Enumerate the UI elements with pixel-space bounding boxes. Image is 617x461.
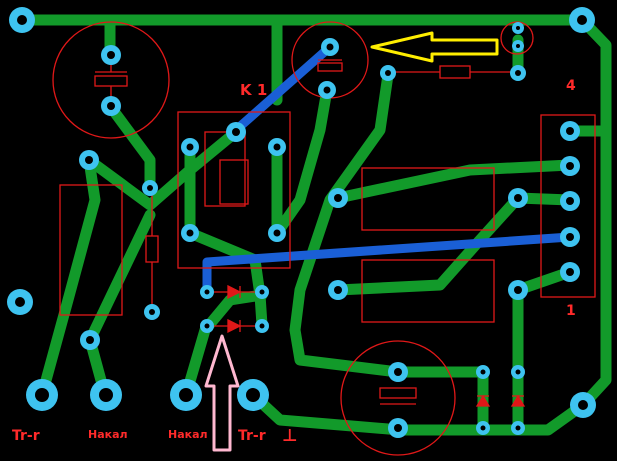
left-component-outline <box>59 184 123 316</box>
connector-pin-4-label: 4 <box>566 78 576 94</box>
track-frame-top-right <box>16 14 612 411</box>
connector-outline <box>540 114 596 298</box>
blue-track-cap2-relay <box>231 42 335 135</box>
heater-right-label: Накал <box>168 428 208 441</box>
diode-right-1 <box>475 394 491 407</box>
track-nakal-right <box>180 289 268 401</box>
silkscreen <box>52 21 596 456</box>
mid-component-lower <box>361 259 495 323</box>
track-cap1-bottom <box>104 100 156 194</box>
top-layer-tracks <box>16 14 612 436</box>
yellow-arrow <box>370 31 499 63</box>
connector-pin-1-label: 1 <box>566 303 576 319</box>
tr-left-label: Tr-r <box>12 428 40 444</box>
cap4-body <box>379 387 417 399</box>
diode-center-2 <box>207 318 262 334</box>
pad-nakal-left <box>90 379 122 411</box>
pad-nakal-right <box>170 379 202 411</box>
diode-right-2 <box>510 394 526 407</box>
relay-contact <box>219 159 249 205</box>
pads <box>7 7 596 438</box>
cap2-body <box>317 62 343 72</box>
diode-center-1 <box>207 284 262 300</box>
track-relay-diode <box>184 227 268 331</box>
blue-track-connector <box>202 232 575 297</box>
mounting-hole <box>570 392 596 418</box>
mounting-hole <box>7 289 33 315</box>
track-mid-upper <box>332 159 576 204</box>
mid-component-upper <box>361 167 495 231</box>
track-cap2-relay <box>271 84 333 239</box>
pink-arrow <box>204 334 240 452</box>
mounting-hole <box>9 7 35 33</box>
heater-left-label: Накал <box>88 428 128 441</box>
track-nakal-mid <box>84 209 156 346</box>
relay-coil <box>204 131 246 207</box>
cap1-outline <box>52 21 170 139</box>
track-left-tr <box>36 154 101 401</box>
cap4-outline <box>340 340 456 456</box>
pad-tr-left <box>26 379 58 411</box>
relay-outline <box>177 111 291 269</box>
track-mid-lower <box>332 192 524 296</box>
cap3-outline <box>500 21 534 55</box>
track-frame-bottom <box>394 399 589 436</box>
track-res-down <box>289 69 404 378</box>
relay-label: K 1 <box>240 81 267 99</box>
ground-symbol-label: ⊥ <box>282 426 298 446</box>
track-left-relay <box>83 126 242 211</box>
pad-tr-right <box>237 379 269 411</box>
tr-right-label: Tr-r <box>238 428 266 444</box>
mounting-hole <box>569 7 595 33</box>
bottom-layer-tracks <box>202 42 575 297</box>
pad-holes <box>85 26 574 432</box>
